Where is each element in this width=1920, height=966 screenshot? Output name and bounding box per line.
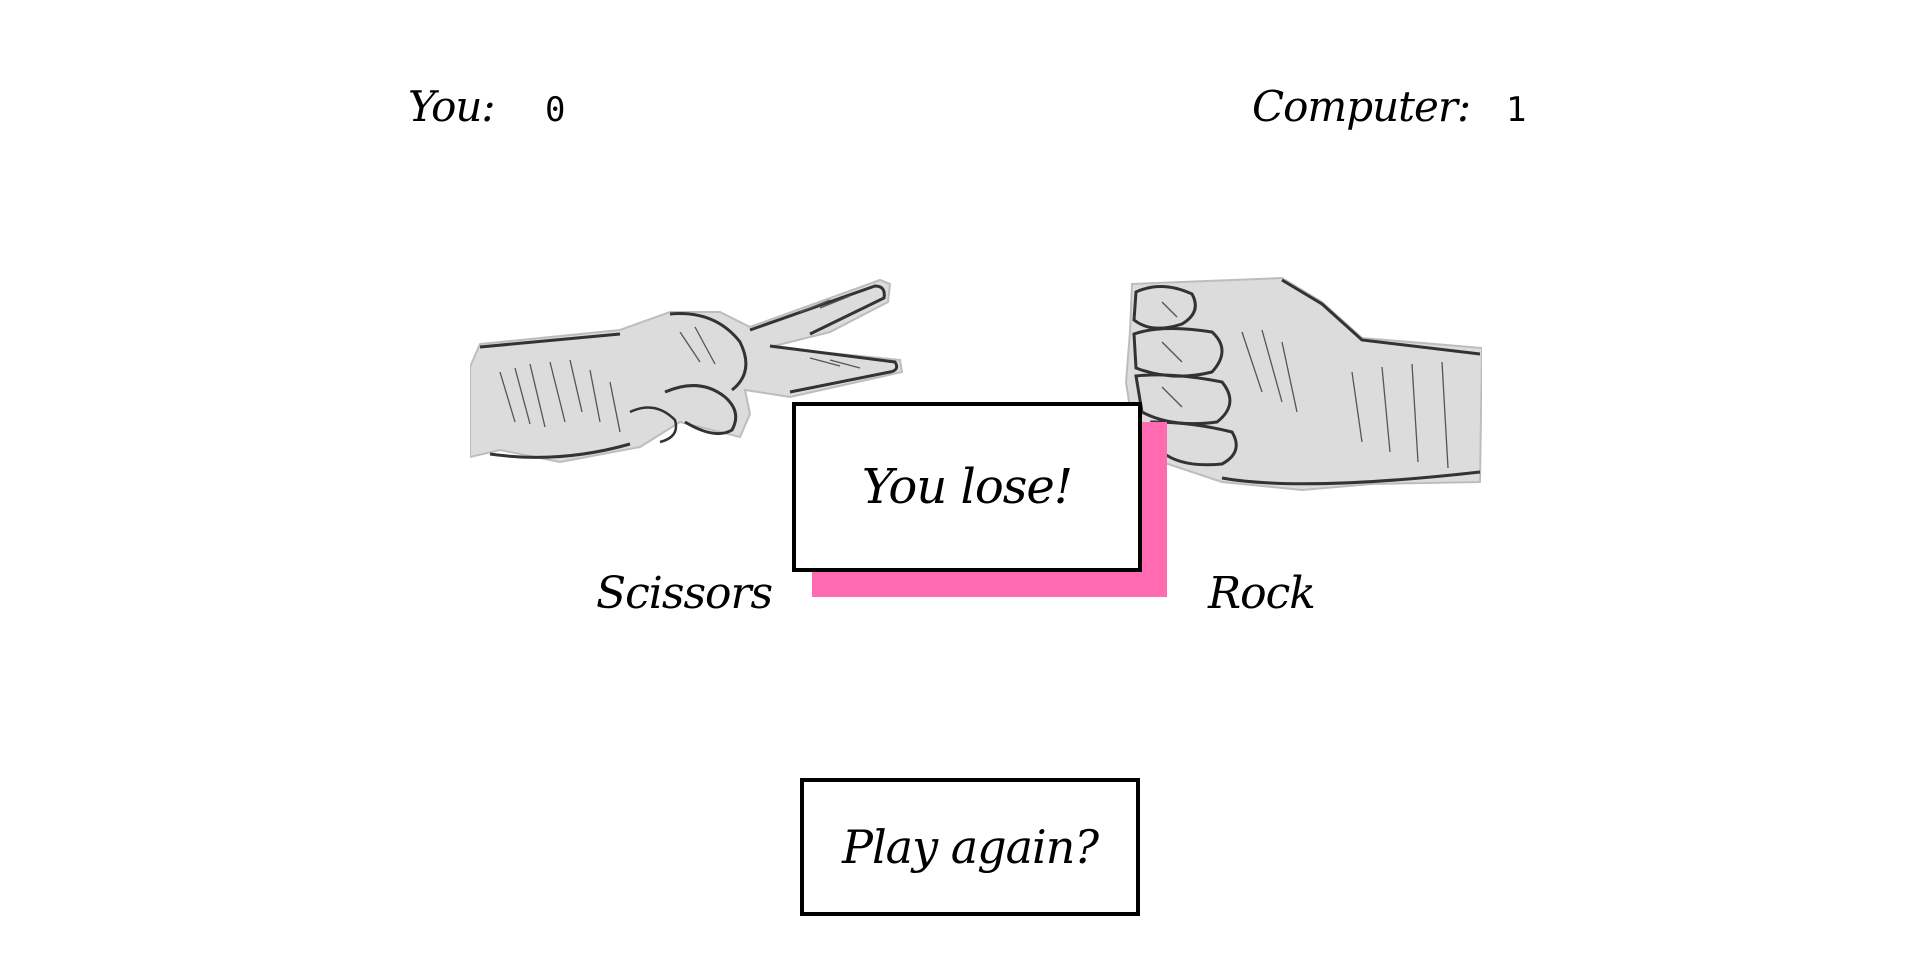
scissors-hand-icon [469, 272, 910, 482]
player-choice-label: Scissors [596, 568, 773, 619]
result-message: You lose! [792, 402, 1142, 572]
play-again-label: Play again? [842, 820, 1099, 874]
player-score-value: 0 [545, 90, 566, 130]
player-score-label: You: [408, 82, 496, 131]
computer-score-value: 1 [1506, 90, 1527, 130]
computer-choice-label: Rock [1208, 568, 1316, 619]
computer-score-label: Computer: [1252, 82, 1471, 131]
play-again-button[interactable]: Play again? [800, 778, 1140, 916]
rock-fist-icon [1122, 272, 1484, 492]
result-text: You lose! [861, 459, 1073, 515]
